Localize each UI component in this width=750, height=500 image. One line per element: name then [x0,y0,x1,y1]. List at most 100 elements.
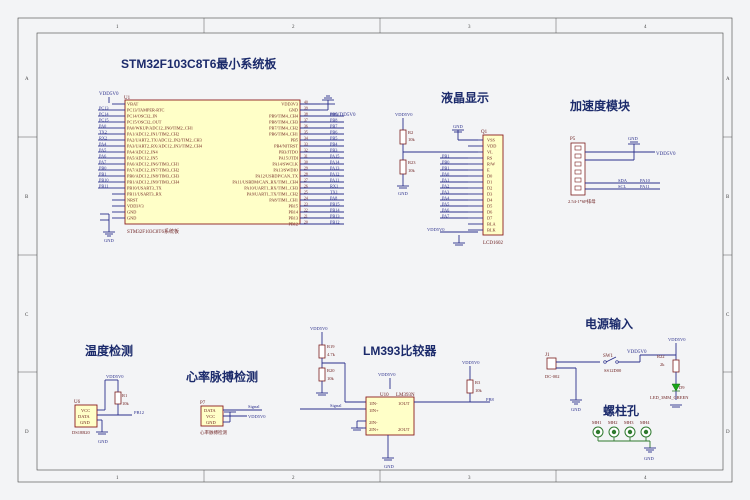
comp-pin: 1IN+ [369,408,379,413]
temp-pin-vcc: VCC [81,408,90,413]
mcu-pin-number: 25 [304,190,308,194]
row-label: B [25,195,29,200]
r2-ref: R2 [408,130,413,135]
mcu-pin-label: PC15/OSC32_OUT [127,120,162,125]
mcu-pin-label: PB7/TIM4_CH2 [269,126,298,131]
mcu-net-label: PA15 [330,154,339,159]
mcu-name: STM32F103C8T6系统板 [127,228,179,235]
title-screw: 螺柱孔 [603,403,639,418]
comp-pin: 1IN- [369,401,378,406]
comp-out-net: PB8 [486,397,495,402]
lcd-pin-label: D2 [487,186,492,191]
lcd-net-label: PB1 [442,166,449,171]
mcu-pin-label: GND [289,108,298,113]
mcu-pin-number: 20 [304,220,308,224]
mcu-net-label: PA14 [330,160,340,165]
mcu-pin-label: PA15/JTDI [279,156,299,161]
r3-val: 10k [475,388,483,393]
temp-vdd: VDD5V0 [106,374,124,379]
accel-vdd: VDD5V0 [656,152,676,157]
col-label: 2 [292,476,295,481]
led-icon [671,383,681,392]
lcd-net-label: PA3 [442,190,449,195]
mcu-pin-label: PA1/ADC12_IN1/TIM2_CH2 [127,132,179,137]
mcu-pin-label: NRST [127,198,138,203]
led-name: LED_3MM_GREEN [650,395,689,400]
temp-block: U6 VCC DATA GND DS18B20 VDD5V0 R1 10k PB… [72,374,144,444]
r19-resistor [318,344,326,359]
heart-name: 心率脉搏检测 [200,429,227,436]
header-pin [574,161,582,167]
temp-net: PB12 [134,410,144,415]
jack-name: DC-002 [545,374,560,379]
temp-pin-data: DATA [78,414,90,419]
mcu-net-label: PB8 [330,118,337,123]
led-ref: D9 [679,385,685,390]
row-label: A [726,77,730,82]
mcu-pin-number: 26 [304,184,308,188]
lcd-block: Q1 VSSVDDVLRSPB1R/WPB0EPB1D0PA0D1PA1D2PA… [395,112,504,246]
lcd-pin-label: D1 [487,180,492,185]
heart-pin-gnd: GND [206,420,216,425]
mcu-pin-label: PB6/TIM4_CH1 [269,132,298,137]
mcu-net-label: PA11 [330,178,339,183]
temp-pin-gnd: GND [80,420,90,425]
border-ticks [18,18,732,482]
col-label: 4 [644,25,647,30]
accel-name: 2.54-1*6P排母 [568,198,596,205]
mcu-pin-number: 27 [304,178,308,182]
mcu-left-pins: VBATPC13/TAMPER-RTCPC13PC14/OSC32_INPC14… [98,102,203,221]
mcu-pin-label: PB11/USART3_RX [127,192,163,197]
heart-vdd: VDD5V0 [248,414,266,419]
comp-vdd: VDD5V0 [310,326,328,331]
mcu-pin-label: PB3/JTDO [279,150,298,155]
comp-name: LM393N [396,393,415,398]
lcd-net-label: PA2 [442,184,449,189]
mcu-net-label: PB14 [330,208,340,213]
screw-hole-center [595,429,601,435]
accel-scl: SCL [618,184,627,189]
mcu-net-label: PC15 [99,118,109,123]
lcd-pin-label: E [487,168,490,173]
lcd-pins: VSSVDDVLRSPB1R/WPB0EPB1D0PA0D1PA1D2PA2D3… [440,138,496,233]
r23-val: 10k [408,168,416,173]
lcd-ref: Q1 [481,130,488,135]
mcu-pin-label: PB4/NJTRST [274,144,298,149]
mcu-pin-label: PA5/ADC12_IN5 [127,156,158,161]
col-label: 1 [116,25,119,30]
lcd-net-label: PA4 [442,196,450,201]
mcu-pin-label: PA2/UART2_TX/ADC12_IN2/TIM2_CH3 [127,138,202,143]
lcd-pin-label: D3 [487,192,492,197]
r20-val: 10k [327,376,335,381]
mcu-pin-number: 40 [304,100,308,104]
title-comp: LM393比较器 [363,343,437,358]
border-labels: 1 2 3 4 1 2 3 4 A B C D A B C D [25,25,730,481]
dc-jack-icon [546,357,557,370]
mcu-pin-number: 22 [304,208,308,212]
lcd-pin-label: D4 [487,198,493,203]
lcd-pin-label: VDD [487,144,496,149]
lcd-vdd-label-2: VDD5V0 [427,227,445,232]
mcu-pin-number: 32 [304,148,308,152]
mcu-pin-label: PB10/USART3_TX [127,186,162,191]
mcu-pin-label: PC14/OSC32_IN [127,114,157,119]
heart-block: P7 DATA VCC GND 心率脉搏检测 Signal VDD5V0 [200,401,266,436]
mcu-net-label: PA12 [330,172,339,177]
comp-gnd: GND [384,464,394,469]
temp-resistor [114,391,122,405]
mcu-pin-label: PC13/TAMPER-RTC [127,108,164,113]
mcu-pin-label: PB13 [288,216,298,221]
mcu-pin-label: PA10/UART1_RX/TIM1_CH3 [244,186,298,191]
r22-val: 2k [660,362,665,367]
lcd-pin-label: D5 [487,204,492,209]
mcu-net-label: PB5 [330,136,337,141]
mcu-pin-label: PB1/ADC12_IN9/TIM3_CH4 [127,180,180,185]
lcd-name: LCD1602 [483,241,504,246]
lcd-net-label: PB1 [442,154,449,159]
mcu-pin-label: GND [127,216,136,221]
mcu-pin-label: PB15 [288,204,298,209]
temp-chip [74,404,98,428]
mcu-net-label: PB12 [330,220,340,225]
mcu-net-label: PB15 [330,202,340,207]
